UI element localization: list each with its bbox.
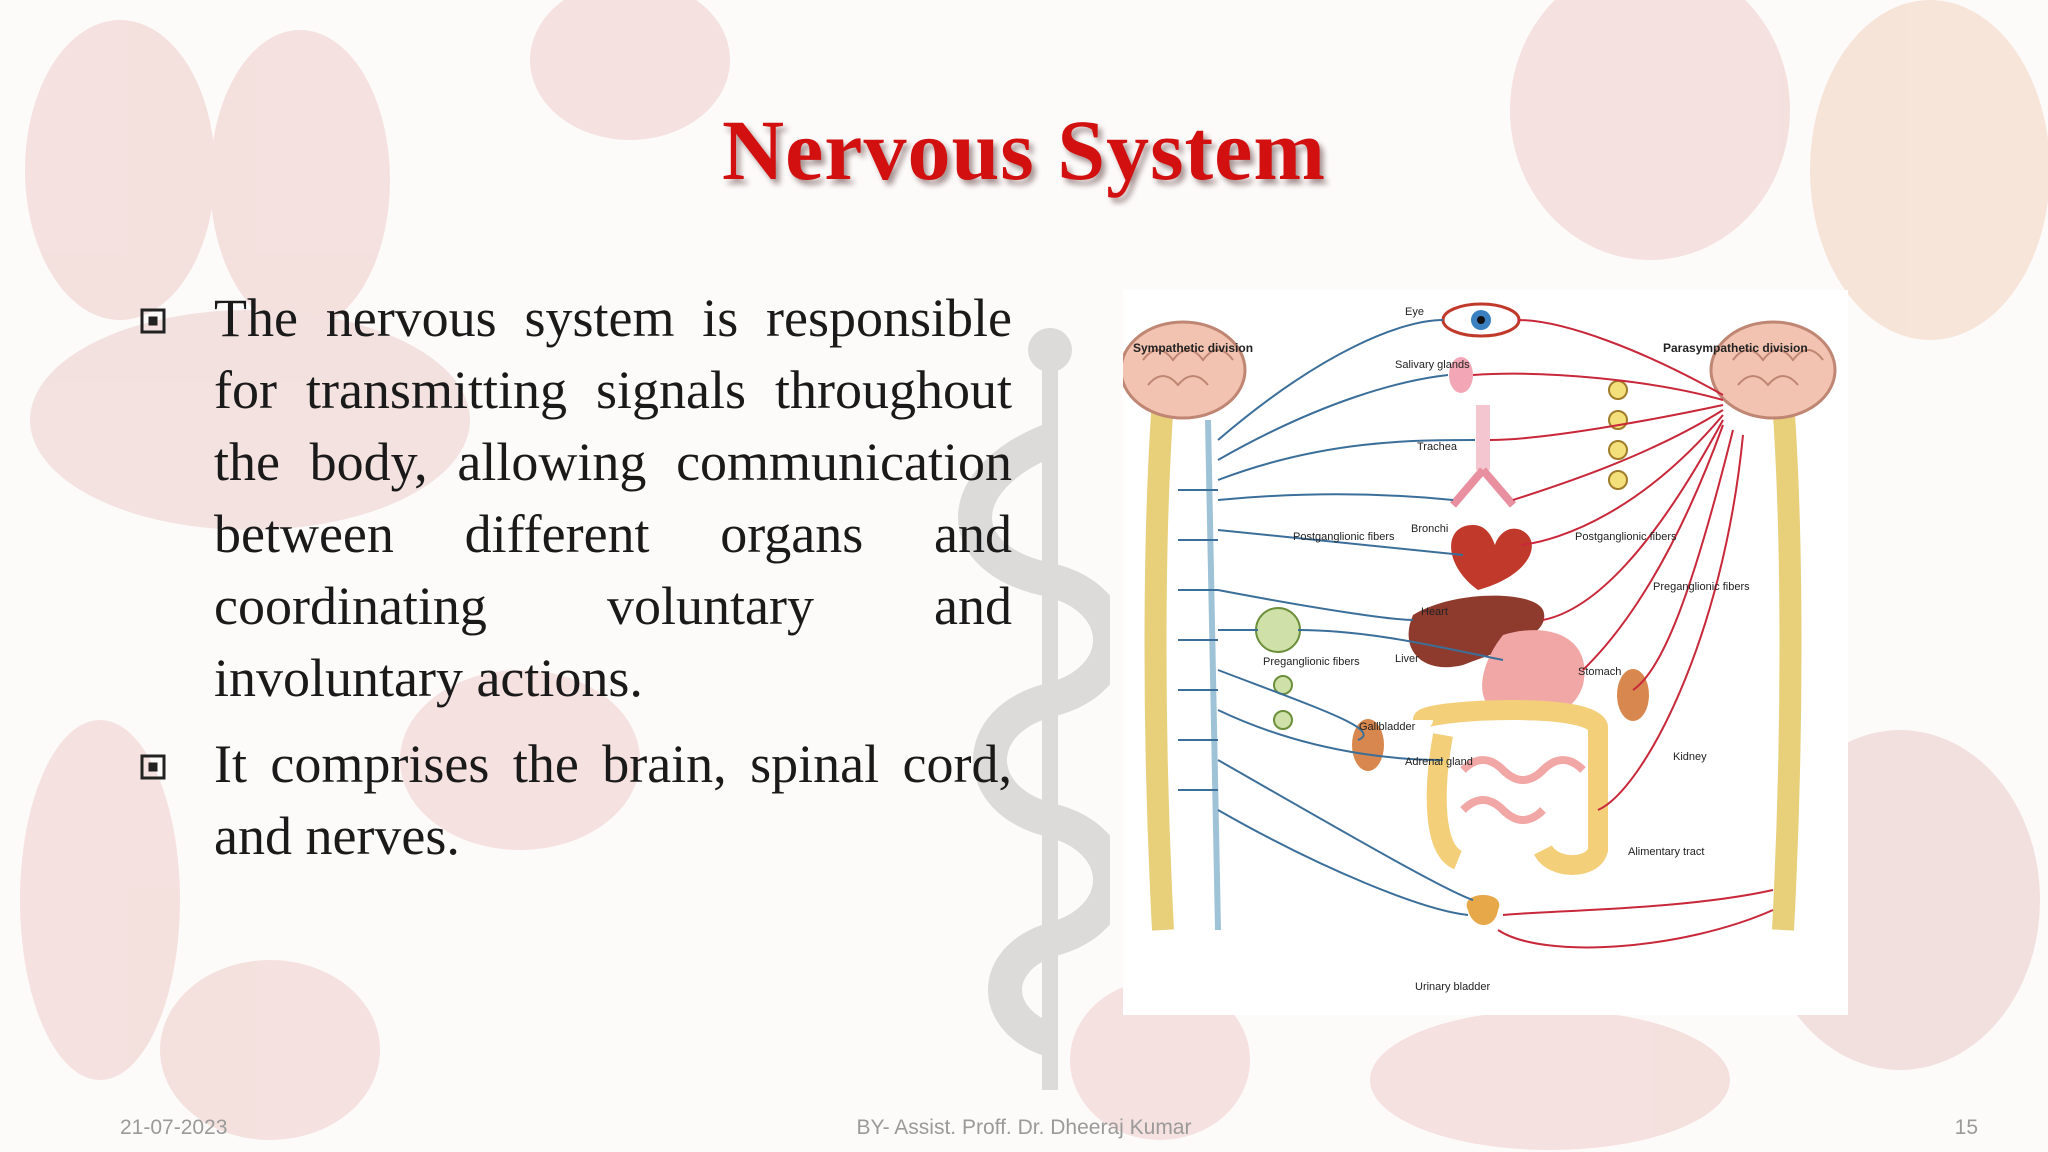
trachea-label: Trachea (1417, 441, 1458, 453)
sympathetic-division-label: Sympathetic division (1133, 341, 1253, 355)
heart-icon (1451, 525, 1532, 590)
salivary-glands-label: Salivary glands (1395, 359, 1470, 371)
parasympathetic-nerve-lines (1472, 319, 1774, 949)
parasympathetic-spinal-cord (1772, 399, 1802, 931)
preganglionic-fibers-right-label: Preganglionic fibers (1653, 581, 1750, 593)
postganglionic-fibers-left-label: Postganglionic fibers (1293, 531, 1395, 543)
urinary-bladder-icon (1466, 895, 1500, 925)
caduceus-watermark-icon (958, 328, 1110, 1090)
preganglionic-fibers-left-label: Preganglionic fibers (1263, 656, 1360, 668)
bullet-item: It comprises the brain, spinal cord, and… (140, 728, 1012, 872)
urinary-bladder-label: Urinary bladder (1415, 981, 1491, 993)
alimentary-tract-label: Alimentary tract (1628, 846, 1704, 858)
bullet-list: The nervous system is responsible for tr… (140, 282, 1012, 886)
left-brain-icon (1119, 320, 1247, 420)
parasympathetic-division-label: Parasympathetic division (1663, 341, 1808, 355)
stomach-label: Stomach (1578, 666, 1621, 678)
sympathetic-nerve-lines (1178, 319, 1504, 916)
sympathetic-spinal-cord (1144, 399, 1174, 931)
footer-date: 21-07-2023 (120, 1116, 228, 1139)
kidney-icon (1617, 669, 1649, 721)
postganglionic-fibers-right-label: Postganglionic fibers (1575, 531, 1677, 543)
bronchi-label: Bronchi (1411, 523, 1448, 535)
salivary-gland-icon (1449, 357, 1473, 393)
slide-title: Nervous System (722, 102, 1326, 198)
heart-label: Heart (1421, 606, 1448, 618)
gallbladder-label: Gallbladder (1359, 721, 1416, 733)
bullet-text: It comprises the brain, spinal cord, and… (214, 734, 1012, 866)
trachea-icon (1476, 405, 1490, 470)
bullet-item: The nervous system is responsible for tr… (140, 282, 1012, 714)
stomach-icon (1482, 630, 1585, 721)
adrenal-gland-label: Adrenal gland (1405, 756, 1473, 768)
eye-label: Eye (1405, 306, 1424, 318)
boxed-square-bullet-icon (140, 282, 214, 714)
boxed-square-bullet-icon (140, 728, 214, 872)
bullet-text: The nervous system is responsible for tr… (214, 288, 1012, 708)
footer-author: BY- Assist. Proff. Dr. Dheeraj Kumar (856, 1116, 1192, 1139)
intestine-icon (1413, 700, 1608, 875)
footer-page-number: 15 (1954, 1116, 1978, 1139)
right-brain-icon (1709, 320, 1837, 420)
kidney-label: Kidney (1673, 751, 1707, 763)
autonomic-nervous-system-diagram: Sympathetic division Parasympathetic div… (1119, 290, 1848, 1015)
liver-label: Liver (1395, 653, 1419, 665)
liver-icon (1408, 595, 1545, 668)
kidney-icon (1352, 719, 1384, 771)
